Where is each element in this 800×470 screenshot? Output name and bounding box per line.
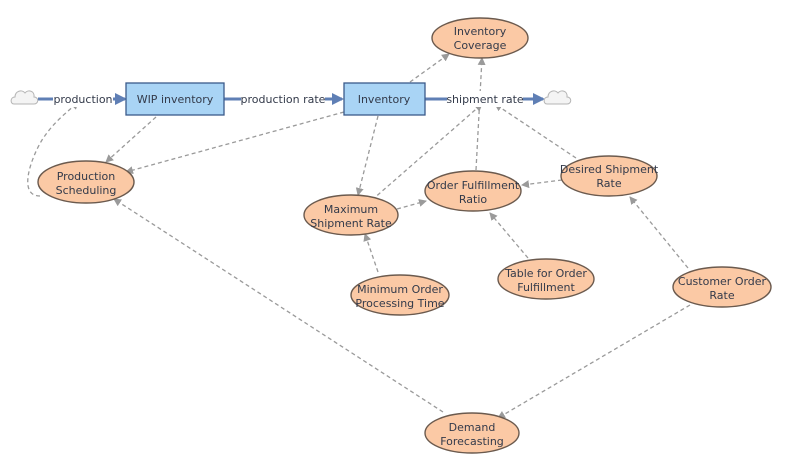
variable-maximum-shipment-rate-line2: Shipment Rate [310,217,392,230]
variable-order-fulfillment-ratio[interactable]: Order Fulfillment Ratio [424,170,522,212]
variable-table-for-order-fulfillment-line2: Fulfillment [517,281,575,294]
link-demand-forecasting-to-production-scheduling [113,198,444,413]
stock-wip-inventory[interactable]: WIP inventory [125,82,225,116]
variable-production-scheduling-line1: Production [57,170,116,183]
link-customer-order-to-desired-shipment [629,196,689,269]
variable-order-fulfillment-ratio-line2: Ratio [459,193,488,206]
flow-label-production-rate: production rate [241,91,326,107]
variable-inventory-coverage-line2: Coverage [454,39,507,52]
variable-customer-order-rate[interactable]: Customer Order Rate [672,266,772,308]
link-production-scheduling-to-production [27,101,79,197]
variable-inventory-coverage-line1: Inventory [454,25,507,38]
link-min-order-time-to-maximum-shipment [363,233,379,273]
link-inventory-to-inventory-coverage [409,53,450,83]
variable-order-fulfillment-ratio-line1: Order Fulfillment [427,179,520,192]
variable-demand-forecasting-line1: Demand [449,421,496,434]
link-table-to-order-fulfillment [489,212,529,259]
variable-demand-forecasting[interactable]: Demand Forecasting [424,412,520,454]
stock-inventory-label: Inventory [358,93,411,106]
link-inventory-to-production-scheduling [125,111,345,174]
stock-inventory[interactable]: Inventory [343,82,426,116]
variable-minimum-order-processing-time-line2: Processing Time [355,297,444,310]
variable-customer-order-rate-line1: Customer Order [678,275,767,288]
link-customer-order-to-demand-forecasting [497,304,691,419]
flow-label-production: production [53,91,113,107]
link-order-fulfillment-to-inventory-coverage [475,57,486,171]
variable-minimum-order-processing-time-line1: Minimum Order [357,283,443,296]
variable-table-for-order-fulfillment[interactable]: Table for Order Fulfillment [497,258,595,300]
variable-demand-forecasting-line2: Forecasting [440,435,504,448]
flow-label-production-text: production [53,93,112,106]
link-maximum-shipment-to-order-fulfillment [396,199,427,210]
sink-cloud-icon [543,90,572,105]
source-cloud-icon [10,90,39,105]
link-desired-shipment-to-shipment-rate [494,103,577,159]
flow-label-production-rate-text: production rate [241,93,326,106]
variable-inventory-coverage[interactable]: Inventory Coverage [431,17,529,59]
flow-label-shipment-rate-text: shipment rate [446,93,524,106]
variable-desired-shipment-rate[interactable]: Desired Shipment Rate [560,155,659,197]
variable-minimum-order-processing-time[interactable]: Minimum Order Processing Time [350,274,450,316]
variable-production-scheduling-line2: Scheduling [56,184,117,197]
variable-desired-shipment-rate-line1: Desired Shipment [560,163,659,176]
stock-wip-inventory-label: WIP inventory [137,93,214,106]
variable-maximum-shipment-rate-line1: Maximum [324,203,378,216]
variable-desired-shipment-rate-line2: Rate [596,177,621,190]
variable-production-scheduling[interactable]: Production Scheduling [37,160,135,204]
link-inventory-to-maximum-shipment [355,115,379,196]
variable-table-for-order-fulfillment-line1: Table for Order [504,267,587,280]
link-desired-shipment-to-order-fulfillment [521,179,563,189]
causal-links [27,53,691,419]
variable-customer-order-rate-line2: Rate [709,289,734,302]
link-wip-to-production-scheduling [105,116,157,163]
link-maximum-shipment-to-shipment-rate [371,103,483,201]
flow-label-shipment-rate: shipment rate [446,91,524,107]
variable-maximum-shipment-rate[interactable]: Maximum Shipment Rate [303,194,399,236]
